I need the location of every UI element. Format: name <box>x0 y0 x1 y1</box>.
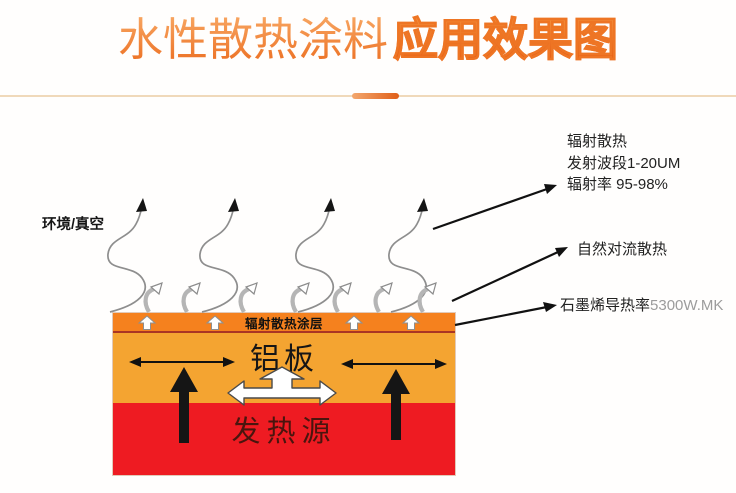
coating-label: 辐射散热涂层 <box>244 316 323 331</box>
layer-aluminum-plate: 铝板 <box>113 333 455 403</box>
radiation-line-3: 辐射率 95-98% <box>567 176 668 193</box>
callout-leader-arrows <box>432 184 568 327</box>
title-regular: 水性散热涂料 <box>117 14 388 65</box>
heat-dissipation-diagram: 环境/真空 辐射散热涂层 铝板 发热源 <box>0 110 736 493</box>
callout-graphene: 石墨烯导热率5300W.MK <box>560 295 723 317</box>
graphene-label: 石墨烯导热率 <box>560 297 651 314</box>
header: 水性散热涂料应用效果图 <box>0 0 736 110</box>
title-bold: 应用效果图 <box>392 13 619 65</box>
layer-stack: 辐射散热涂层 铝板 发热源 <box>112 312 456 476</box>
layer-heat-source: 发热源 <box>113 403 455 475</box>
aluminum-label: 铝板 <box>250 343 318 376</box>
graphene-value: 5300W.MK <box>650 297 724 314</box>
divider-accent-chip <box>352 93 399 99</box>
environment-label: 环境/真空 <box>42 217 105 233</box>
layer-coating: 辐射散热涂层 <box>113 313 455 333</box>
convection-curl-arrows <box>146 283 436 312</box>
callout-radiation: 辐射散热 发射波段1-20UM 辐射率 95-98% <box>567 131 680 196</box>
heat-source-label: 发热源 <box>231 416 337 448</box>
callout-convection: 自然对流散热 <box>577 241 668 258</box>
page-title: 水性散热涂料应用效果图 <box>0 10 736 70</box>
radiation-line-2: 发射波段1-20UM <box>567 154 681 172</box>
radiation-wave-arrows <box>107 197 429 313</box>
radiation-line-1: 辐射散热 <box>567 133 628 150</box>
divider-line <box>0 93 736 99</box>
